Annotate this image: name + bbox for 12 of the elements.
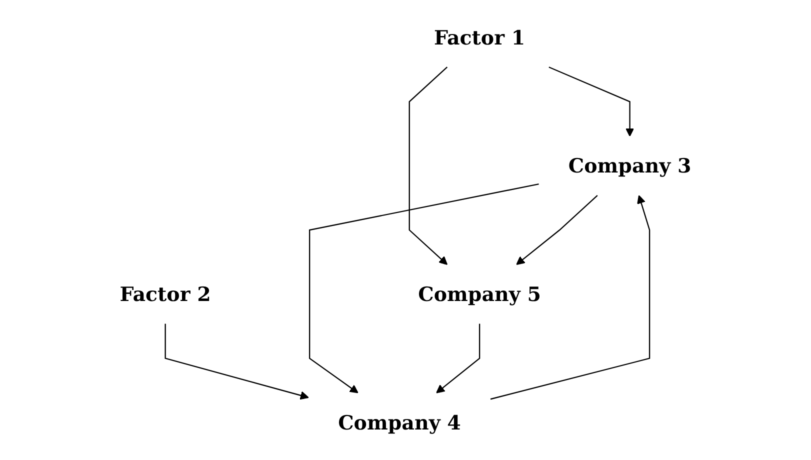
node-text: Company 5	[418, 282, 541, 306]
arrow	[408, 66, 448, 265]
node-text: Company 3	[568, 154, 692, 178]
arrow	[516, 195, 598, 265]
node-text: Company 4	[338, 410, 461, 434]
arrow	[436, 324, 480, 394]
arrow	[164, 324, 309, 400]
node-text: Factor 1	[434, 26, 526, 50]
arrow	[308, 184, 539, 394]
node-text: Factor 2	[120, 282, 211, 306]
arrow	[548, 66, 634, 137]
arrow	[490, 195, 650, 400]
